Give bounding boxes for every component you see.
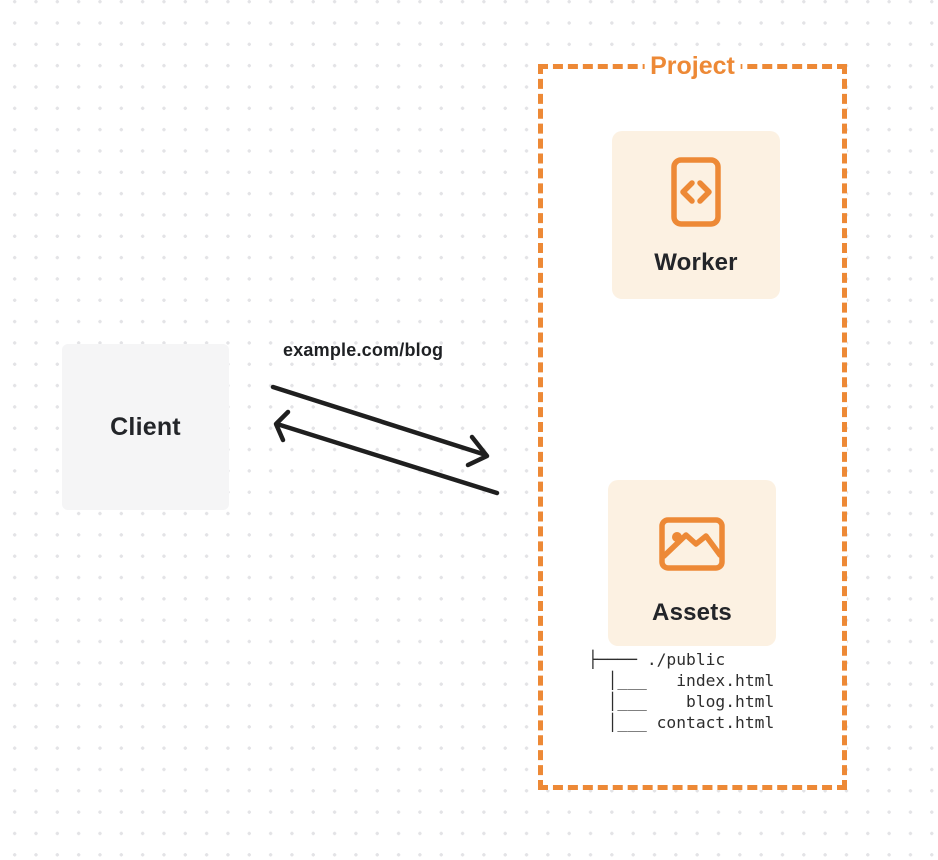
request-url-label: example.com/blog [283,340,444,360]
project-container: Project Worker Assets ├──── ./public │__… [538,52,847,790]
worker-label: Worker [654,249,738,276]
project-title: Project [644,52,741,81]
client-label: Client [110,412,181,441]
client-node: Client [62,344,229,510]
assets-file-tree: ├──── ./public │___ index.html │___ blog… [588,650,775,732]
request-response-arrows [270,384,500,496]
worker-card: Worker [612,131,780,299]
request-arrow [270,384,490,468]
response-arrow [273,409,500,496]
assets-card: Assets [608,480,776,646]
code-file-icon [671,157,721,227]
image-icon [659,517,725,571]
assets-label: Assets [652,599,732,626]
